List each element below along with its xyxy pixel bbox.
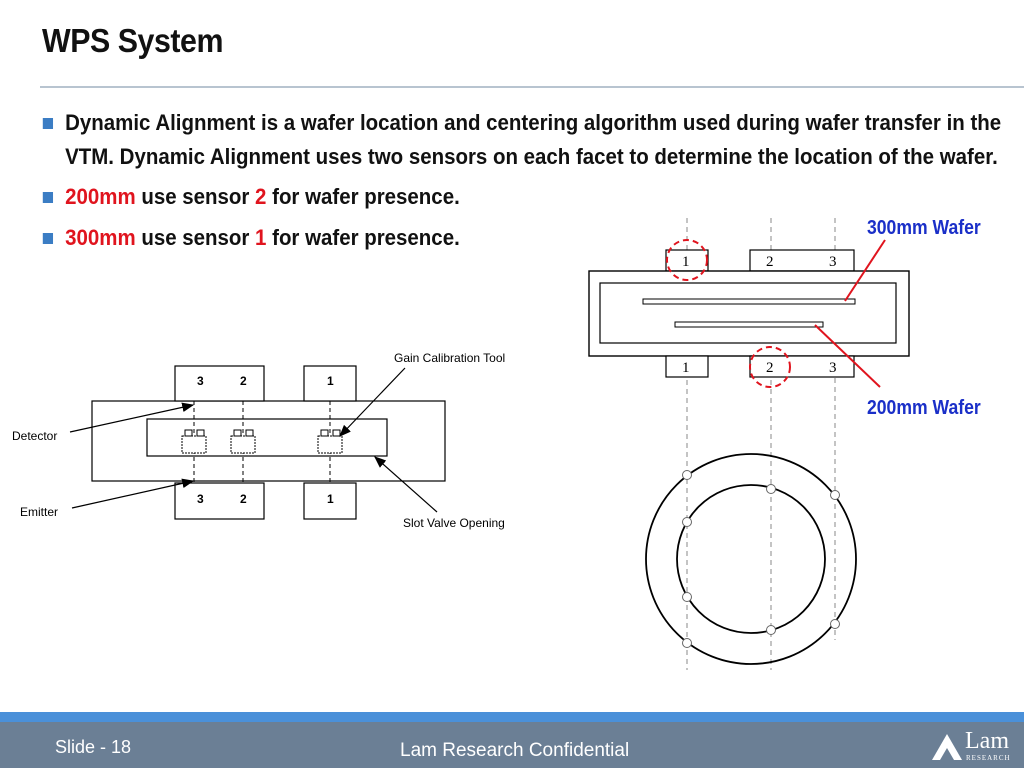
- slide-title: WPS System: [42, 22, 224, 59]
- right-top-label-2: 2: [766, 254, 774, 270]
- slide-number: Slide - 18: [55, 737, 132, 757]
- wafer-circle-200mm: [676, 484, 826, 634]
- sensor-label-2-top: 2: [240, 374, 247, 388]
- footer-accent-stripe: [0, 712, 1024, 722]
- footer-bar: [0, 722, 1024, 768]
- wafer-size-200: 200mm: [65, 184, 136, 209]
- wafer-300mm: [642, 298, 856, 305]
- logo-subtitle: RESEARCH: [966, 754, 1011, 762]
- bullet-dynamic-alignment: Dynamic Alignment is a wafer location an…: [40, 106, 1024, 174]
- label-200mm-wafer: 200mm Wafer: [867, 396, 981, 418]
- bullet-text: use sensor: [135, 225, 256, 250]
- label-300mm-wafer: 300mm Wafer: [867, 216, 981, 238]
- bullet-text: Dynamic Alignment is a wafer location an…: [65, 110, 1002, 169]
- top-sensor-block-32: [174, 365, 265, 402]
- highlight-sensor-2: [749, 346, 791, 388]
- right-bottom-label-1: 1: [682, 360, 690, 376]
- bottom-sensor-block-32: [174, 482, 265, 520]
- right-top-label-3: 3: [829, 254, 837, 270]
- sensor-label-3-bottom: 3: [197, 492, 204, 506]
- slot-valve-opening-label: Slot Valve Opening: [403, 516, 505, 530]
- detector-label: Detector: [12, 429, 57, 443]
- sensor-label-1-top: 1: [327, 374, 334, 388]
- slot-opening: [146, 418, 388, 457]
- highlight-sensor-1: [666, 239, 708, 281]
- bullet-square-icon: [42, 233, 54, 244]
- bullet-text: for wafer presence.: [266, 184, 460, 209]
- bullet-300mm: 300mm use sensor 1 for wafer presence.: [40, 221, 955, 255]
- bullet-list: Dynamic Alignment is a wafer location an…: [40, 106, 1024, 255]
- sensor-points: [682, 470, 840, 648]
- wafer-circle-300mm: [645, 453, 857, 665]
- right-bottom-label-2: 2: [766, 360, 774, 376]
- gain-calibration-tool-label: Gain Calibration Tool: [394, 351, 505, 365]
- bottom-sensor-1: [665, 355, 709, 378]
- sensor-label-1-bottom: 1: [327, 492, 334, 506]
- top-sensor-block-1: [303, 365, 357, 402]
- emitter-label: Emitter: [20, 505, 58, 519]
- right-top-label-1: 1: [682, 254, 690, 270]
- leader-300mm: [844, 239, 886, 302]
- bottom-sensor-block-1: [303, 482, 357, 520]
- wafer-size-300: 300mm: [65, 225, 136, 250]
- sensor-number: 2: [255, 184, 267, 209]
- bullet-square-icon: [42, 192, 54, 203]
- bullet-text: for wafer presence.: [266, 225, 460, 250]
- right-bottom-label-3: 3: [829, 360, 837, 376]
- logo-wordmark: Lam: [965, 728, 1009, 754]
- bullet-200mm: 200mm use sensor 2 for wafer presence.: [40, 180, 955, 214]
- chamber-slot: [599, 282, 897, 344]
- sensor-label-2-bottom: 2: [240, 492, 247, 506]
- wafer-200mm: [674, 321, 824, 328]
- bullet-square-icon: [42, 118, 54, 129]
- leader-200mm: [814, 324, 881, 388]
- confidential-notice: Lam Research Confidential: [400, 740, 630, 761]
- title-divider: [40, 86, 1024, 88]
- bullet-text: use sensor: [135, 184, 256, 209]
- chamber-outline: [91, 400, 446, 482]
- sensor-label-3-top: 3: [197, 374, 204, 388]
- lam-logo-icon: [932, 734, 962, 760]
- sensor-devices: [181, 429, 343, 454]
- sensor-number: 1: [255, 225, 267, 250]
